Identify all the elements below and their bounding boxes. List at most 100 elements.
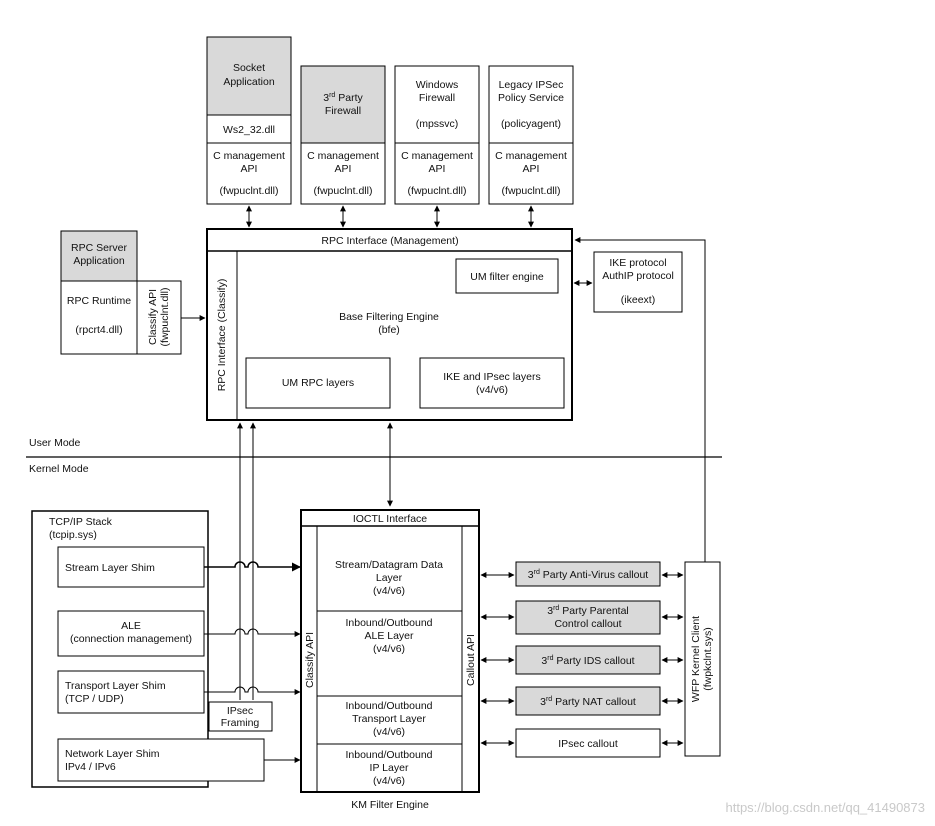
rpc-server-title-1: RPC Server (71, 242, 128, 254)
ipsec-callout-label: IPsec callout (558, 738, 618, 750)
transport-layer-shim-box (57, 670, 205, 714)
windows-firewall-group: Windows Firewall (mpssvc) C management A… (394, 65, 480, 205)
rpc-runtime-box (60, 280, 138, 355)
windows-firewall-box (394, 65, 480, 205)
ipsec-framing-line-1: IPsec (227, 705, 253, 717)
windows-firewall-api-line-1: C management (401, 150, 473, 162)
ale-line-1: ALE (121, 620, 141, 632)
ws2-32-dll-box (206, 114, 292, 144)
ids-callout-box (515, 645, 661, 675)
rpc-server-title-2: Application (73, 255, 125, 267)
ike-protocol-box (593, 251, 683, 313)
km-transport-layer-1: Inbound/Outbound (346, 700, 433, 712)
stream-layer-shim-label: Stream Layer Shim (65, 562, 155, 574)
parental-callout-box (515, 600, 661, 635)
ale-box (57, 610, 205, 657)
km-ale-layer-1: Inbound/Outbound (346, 617, 433, 629)
third-party-firewall-group: 3rd Party Firewall C management API (fwp… (300, 65, 386, 205)
legacy-ipsec-api-line-2: API (523, 163, 540, 175)
wfp-kernel-client-box (684, 561, 721, 757)
ws2-32-dll-label: Ws2_32.dll (223, 124, 275, 136)
socket-app-title-1: Socket (233, 62, 265, 74)
km-ip-layer-2: IP Layer (370, 762, 409, 774)
rpc-runtime-label: RPC Runtime (67, 295, 131, 307)
um-filter-engine-label: UM filter engine (470, 271, 544, 283)
km-transport-layer-3: (v4/v6) (373, 726, 405, 738)
socket-api-line-2: API (241, 163, 258, 175)
shim-to-km-arrows (204, 561, 301, 763)
transport-shim-arrow (204, 686, 301, 695)
nat-callout-box (515, 686, 661, 716)
ike-ipsec-layers-box (419, 357, 565, 409)
third-party-firewall-box (300, 65, 386, 144)
socket-api-dll: (fwpuclnt.dll) (220, 185, 279, 197)
nat-callout-label: 3rd Party NAT callout (540, 696, 636, 708)
tcpip-stack-group: TCP/IP Stack (tcpip.sys) Stream Layer Sh… (31, 510, 265, 788)
legacy-ipsec-api-dll: (fwpuclnt.dll) (502, 185, 561, 197)
transport-shim-line-2: (TCP / UDP) (65, 693, 124, 705)
wfp-kernel-client-line-2: (fwpkclnt.sys) (702, 627, 714, 691)
ike-protocol-group: IKE protocol AuthIP protocol (ikeext) (593, 251, 683, 313)
ike-ipsec-layers-line-1: IKE and IPsec layers (443, 371, 540, 383)
kernel-mode-label: Kernel Mode (29, 463, 89, 475)
network-shim-line-1: Network Layer Shim (65, 748, 160, 760)
firewall-api-line-1: C management (307, 150, 379, 162)
socket-application-group: Socket Application Ws2_32.dll C manageme… (206, 36, 292, 205)
km-ip-layer-3: (v4/v6) (373, 775, 405, 787)
rpc-server-group: RPC Server Application RPC Runtime (rpcr… (60, 230, 182, 355)
windows-firewall-title-1: Windows (416, 79, 459, 91)
legacy-ipsec-title-1: Legacy IPSec (499, 79, 564, 91)
firewall-api-dll: (fwpuclnt.dll) (314, 185, 373, 197)
ale-line-2: (connection management) (70, 633, 192, 645)
parental-callout-label-1: 3rd Party Parental (547, 605, 629, 617)
firewall-api-line-2: API (335, 163, 352, 175)
ids-callout-label: 3rd Party IDS callout (541, 655, 634, 667)
km-filter-engine-footer: KM Filter Engine (351, 799, 429, 811)
watermark-text: https://blog.csdn.net/qq_41490873 (726, 800, 926, 815)
stream-layer-shim-box (57, 546, 205, 588)
km-ale-layer-2: ALE Layer (364, 630, 414, 642)
bfe-title-1: Base Filtering Engine (339, 311, 439, 323)
socket-c-management-api-box (206, 142, 292, 205)
tcpip-stack-title-1: TCP/IP Stack (49, 516, 113, 528)
windows-firewall-api-dll: (fwpuclnt.dll) (408, 185, 467, 197)
legacy-ipsec-api-line-1: C management (495, 150, 567, 162)
ike-protocol-line-2: AuthIP protocol (602, 270, 674, 282)
km-transport-layer-2: Transport Layer (352, 713, 426, 725)
network-shim-line-2: IPv4 / IPv6 (65, 761, 116, 773)
antivirus-callout-box (515, 561, 661, 587)
ike-ipsec-layers-line-2: (v4/v6) (476, 384, 508, 396)
km-stream-layer-1: Stream/Datagram Data (335, 559, 443, 571)
km-filter-engine-box (300, 509, 480, 793)
um-rpc-layers-box (245, 357, 391, 409)
km-ale-layer-3: (v4/v6) (373, 643, 405, 655)
km-stream-layer-2: Layer (376, 572, 403, 584)
bfe-title-2: (bfe) (378, 324, 400, 336)
socket-app-title-2: Application (223, 76, 275, 88)
um-rpc-layers-label: UM RPC layers (282, 377, 354, 389)
ike-protocol-svc: (ikeext) (621, 294, 655, 306)
legacy-ipsec-box (488, 65, 574, 205)
callouts-group: 3rd Party Anti-Virus callout 3rd Party P… (515, 561, 661, 758)
ioctl-interface-label: IOCTL Interface (353, 513, 427, 525)
stream-shim-arrow (204, 561, 301, 572)
ipsec-framing-line-2: Framing (221, 717, 260, 729)
legacy-ipsec-group: Legacy IPSec Policy Service (policyagent… (488, 65, 574, 205)
km-filter-engine-group: IOCTL Interface Classify API Callout API… (300, 509, 480, 811)
windows-firewall-svc: (mpssvc) (416, 118, 459, 130)
wfp-kernel-client-line-1: WFP Kernel Client (690, 616, 702, 702)
third-party-firewall-title-2: Firewall (325, 105, 361, 117)
km-ip-layer-1: Inbound/Outbound (346, 749, 433, 761)
rpc-server-application-box (60, 230, 138, 282)
rpc-interface-management-label: RPC Interface (Management) (321, 235, 458, 247)
antivirus-callout-label: 3rd Party Anti-Virus callout (528, 569, 649, 581)
ipsec-callout-box (515, 728, 661, 758)
windows-firewall-title-2: Firewall (419, 92, 455, 104)
callout-arrows (480, 572, 684, 746)
km-stream-layer-3: (v4/v6) (373, 585, 405, 597)
ike-protocol-line-1: IKE protocol (609, 257, 666, 269)
transport-shim-line-1: Transport Layer Shim (65, 680, 166, 692)
socket-api-line-1: C management (213, 150, 285, 162)
um-filter-engine-box (455, 258, 559, 294)
